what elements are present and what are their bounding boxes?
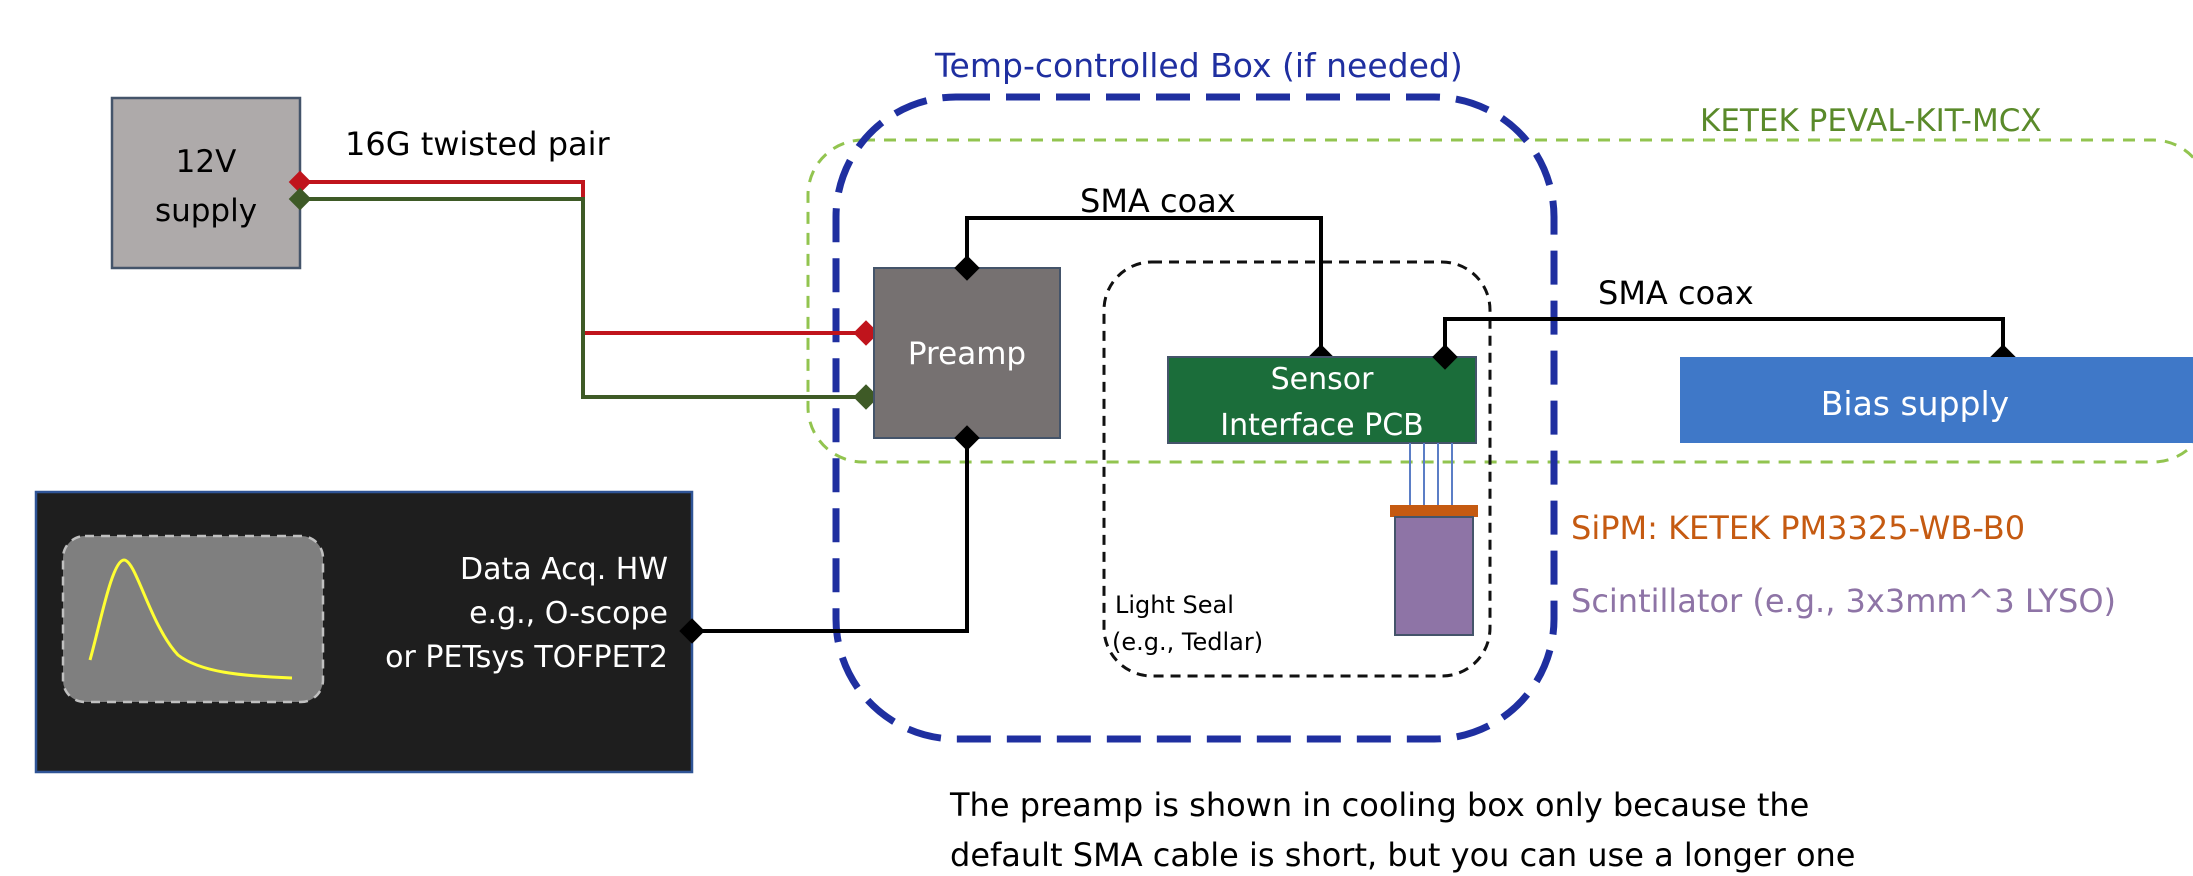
sipm-label: SiPM: KETEK PM3325-WB-B0 [1571,509,2025,547]
daq-input-connector [679,618,705,644]
sma-coax-label-1: SMA coax [1080,182,1236,220]
light-seal-label-line1: Light Seal [1115,591,1234,619]
sma-coax-label-2: SMA coax [1598,274,1754,312]
bias-supply-box [1680,357,2193,443]
scintillator-label: Scintillator (e.g., 3x3mm^3 LYSO) [1571,582,2116,620]
green-wire-connector-preamp [853,384,879,410]
note-line-2: default SMA cable is short, but you can … [950,836,1855,874]
ketek-kit-outline [806,138,2193,464]
supply-12v-label-line2: supply [155,193,257,229]
twisted-pair-label: 16G twisted pair [345,125,611,163]
red-wire-connector-preamp [853,320,879,346]
daq-label-line3: or PETsys TOFPET2 [385,640,668,675]
pulse-waveform [88,558,293,680]
light-seal-label-line2: (e.g., Tedlar) [1112,628,1263,656]
supply-12v-label-line1: 12V [176,144,237,180]
sensor-pcb-label-line1: Sensor [1271,362,1374,397]
preamp-output-cable [692,438,969,633]
sma-1-connector-preamp [954,255,980,281]
temp-box-label: Temp-controlled Box (if needed) [934,46,1463,85]
preamp-label: Preamp [908,336,1026,372]
temp-controlled-box-outline [832,93,1558,743]
daq-label-line1: Data Acq. HW [460,552,668,587]
daq-screen [61,534,325,704]
ketek-kit-label: KETEK PEVAL-KIT-MCX [1700,103,2042,139]
sensor-interface-pcb [1167,356,1477,444]
green-wire [300,197,866,399]
note-line-1: The preamp is shown in cooling box only … [949,786,1809,824]
supply-12v-box [110,96,302,270]
scintillator-crystal [1394,516,1474,636]
sma-coax-cable-1 [965,216,1323,357]
preamp-output-connector [954,425,980,451]
sensor-pcb-label-line2: Interface PCB [1220,408,1423,443]
bias-supply-label: Bias supply [1821,384,2009,423]
daq-label-line2: e.g., O-scope [469,596,668,631]
sma-coax-cable-2 [1443,317,2005,357]
sipm-sensor [1390,505,1478,517]
light-seal-outline [1102,260,1492,678]
